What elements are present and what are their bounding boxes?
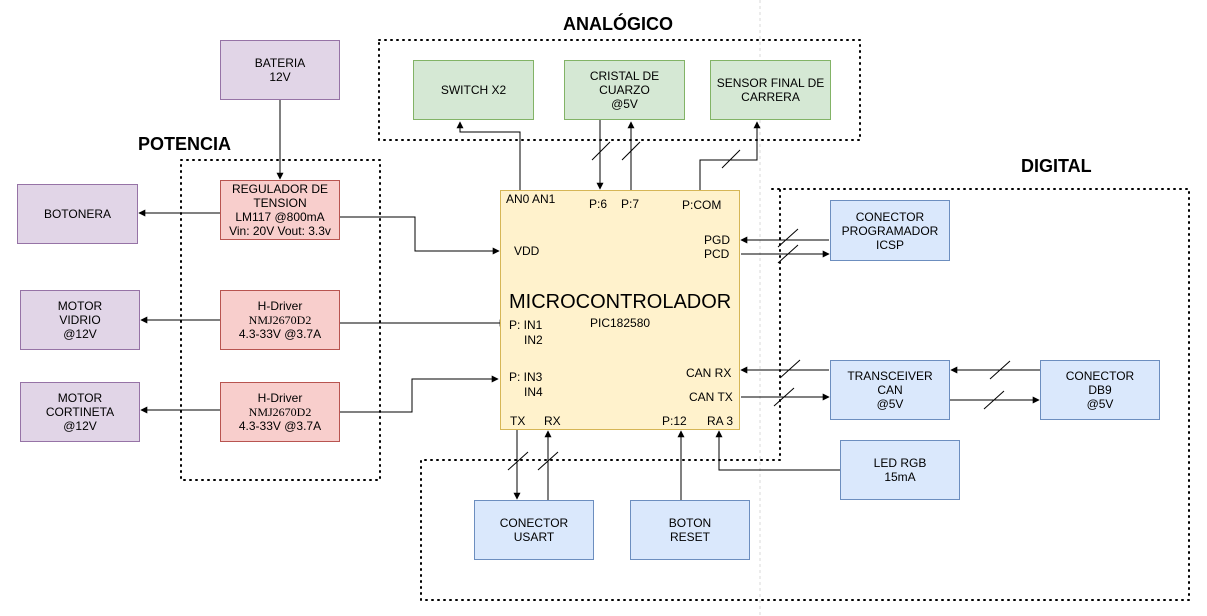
motor-curtain-line-2: CORTINETA: [45, 405, 115, 419]
led-line-2: 15mA: [884, 470, 916, 484]
switch-label: SWITCH X2: [440, 83, 507, 97]
regulator-line-1: REGULADOR DE: [231, 182, 329, 196]
reset-block[interactable]: BOTON RESET: [630, 500, 750, 560]
icsp-block[interactable]: CONECTOR PROGRAMADOR ICSP: [830, 200, 950, 261]
icsp-line-1: CONECTOR: [855, 209, 925, 224]
reset-line-2: RESET: [669, 530, 710, 544]
keypad-block[interactable]: BOTONERA: [17, 184, 138, 244]
limit-sensor-line-2: CARRERA: [741, 90, 800, 104]
regulator-to-vdd-line: [340, 216, 500, 255]
motor-curtain-block[interactable]: MOTOR CORTINETA @12V: [20, 382, 140, 442]
mcu-title: MICROCONTROLADOR: [509, 291, 732, 313]
battery-label: BATERIA: [254, 56, 306, 70]
keypad-label: BOTONERA: [43, 207, 112, 221]
icsp-line-3: ICSP: [875, 237, 904, 252]
pin-p12: P:12: [662, 414, 687, 428]
regulator-line-2: TENSION: [253, 196, 307, 210]
hdriver-1-line-1: H-Driver: [257, 299, 303, 313]
hdriver2-to-in3-line: [340, 375, 499, 413]
db9-line-1: CONECTOR: [1065, 369, 1135, 383]
pin-pcd: PCD: [704, 247, 730, 261]
transceiver-line-2: CAN: [877, 383, 903, 397]
hdriver-2-line-2: NMJ2670D2: [248, 405, 312, 419]
pin-ra3: RA 3: [707, 414, 734, 428]
usart-line-2: USART: [513, 530, 555, 544]
bus-slash-marks: [507, 141, 1011, 471]
hdriver-2-line-3: 4.3-33V @3.7A: [238, 419, 322, 433]
pin-tx: TX: [510, 414, 526, 428]
battery-block[interactable]: BATERIA 12V: [220, 40, 340, 100]
crystal-block[interactable]: CRISTAL DE CUARZO @5V: [564, 60, 685, 120]
digital-section-title: DIGITAL: [1021, 156, 1092, 176]
hdriver-2-line-1: H-Driver: [257, 391, 303, 405]
hdriver-1-line-3: 4.3-33V @3.7A: [238, 327, 322, 341]
pin-vdd: VDD: [514, 244, 540, 258]
hdriver-2-block[interactable]: H-Driver NMJ2670D2 4.3-33V @3.7A: [220, 382, 340, 442]
crystal-line-2: CUARZO: [599, 83, 650, 97]
regulator-line-3: LM117 @800mA: [235, 210, 325, 224]
led-to-ra3-line: [715, 430, 840, 471]
analog-section-title: ANALÓGICO: [563, 14, 673, 34]
pin-can-tx: CAN TX: [689, 390, 733, 404]
motor-curtain-line-3: @12V: [63, 419, 97, 433]
db9-line-2: DB9: [1088, 383, 1112, 397]
reset-line-1: BOTON: [668, 516, 712, 530]
motor-window-line-2: VIDRIO: [59, 313, 101, 327]
pin-in4: IN4: [524, 385, 543, 399]
transceiver-line-1: TRANSCEIVER: [847, 369, 933, 383]
motor-window-block[interactable]: MOTOR VIDRIO @12V: [20, 290, 140, 350]
transceiver-line-3: @5V: [876, 397, 904, 411]
analog-section-frame: [378, 39, 861, 141]
limit-sensor-block[interactable]: SENSOR FINAL DE CARRERA: [710, 60, 831, 120]
mcu-part-number: PIC182580: [590, 316, 651, 330]
led-line-1: LED RGB: [873, 456, 927, 470]
pin-in1: P: IN1: [509, 318, 543, 332]
pin-an0-an1: AN0 AN1: [506, 192, 556, 206]
crystal-line-3: @5V: [611, 97, 638, 111]
usart-line-1: CONECTOR: [499, 516, 569, 530]
pin-p7: P:7: [621, 197, 640, 211]
switch-block[interactable]: SWITCH X2: [413, 60, 534, 120]
led-block[interactable]: LED RGB 15mA: [840, 440, 960, 500]
pcom-to-sensor-line: [699, 121, 761, 190]
pin-in2: IN2: [524, 333, 543, 347]
db9-line-3: @5V: [1086, 397, 1114, 411]
pin-pcom: P:COM: [682, 198, 722, 212]
transceiver-block[interactable]: TRANSCEIVER CAN @5V: [830, 360, 950, 420]
an0-to-switch-line: [456, 121, 521, 190]
usart-block[interactable]: CONECTOR USART: [474, 500, 594, 560]
regulator-block[interactable]: REGULADOR DE TENSION LM117 @800mA Vin: 2…: [220, 180, 340, 240]
motor-curtain-line-1: MOTOR: [57, 391, 103, 405]
pin-can-rx: CAN RX: [686, 366, 732, 380]
pin-p6: P:6: [589, 197, 608, 211]
battery-voltage: 12V: [269, 70, 291, 84]
digital-section-frame: [420, 188, 1190, 601]
pin-pgd: PGD: [704, 233, 731, 247]
hdriver-1-block[interactable]: H-Driver NMJ2670D2 4.3-33V @3.7A: [220, 290, 340, 350]
pin-rx: RX: [544, 414, 561, 428]
icsp-line-2: PROGRAMADOR: [841, 223, 939, 238]
microcontroller-block[interactable]: [500, 190, 740, 430]
pin-in3: P: IN3: [509, 370, 543, 384]
limit-sensor-line-1: SENSOR FINAL DE: [716, 76, 825, 90]
hdriver-1-line-2: NMJ2670D2: [248, 313, 312, 327]
power-section-title: POTENCIA: [138, 134, 232, 154]
motor-window-line-3: @12V: [63, 327, 97, 341]
motor-window-line-1: MOTOR: [57, 299, 103, 313]
regulator-line-4: Vin: 20V Vout: 3.3v: [229, 224, 331, 238]
crystal-line-1: CRISTAL DE: [589, 69, 660, 83]
db9-block[interactable]: CONECTOR DB9 @5V: [1040, 360, 1160, 420]
